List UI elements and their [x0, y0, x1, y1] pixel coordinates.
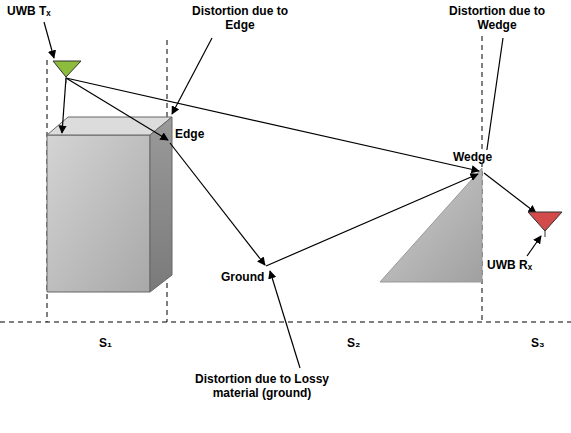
callout-text: Distortion due to Lossy material (ground…	[176, 372, 348, 400]
cube-obstacle	[47, 117, 172, 292]
callout-arrows	[44, 22, 541, 368]
antenna-label: UWB Rₓ	[486, 258, 533, 272]
wedge-obstacle	[380, 168, 482, 282]
point-label: Wedge	[452, 150, 493, 164]
point-label: Ground	[220, 270, 265, 284]
callout-text: Distortion due to Edge	[179, 4, 301, 32]
section-label: S₁	[98, 336, 113, 350]
rays	[62, 78, 536, 266]
callout-text: Distortion due to Wedge	[436, 4, 558, 32]
section-label: S₃	[530, 336, 546, 350]
tx-antenna	[53, 61, 81, 83]
antenna-label: UWB Tₓ	[6, 4, 52, 18]
rx-antenna	[528, 212, 562, 237]
guide-lines	[0, 36, 571, 322]
point-label: Edge	[174, 127, 205, 141]
section-label: S₂	[346, 336, 361, 350]
